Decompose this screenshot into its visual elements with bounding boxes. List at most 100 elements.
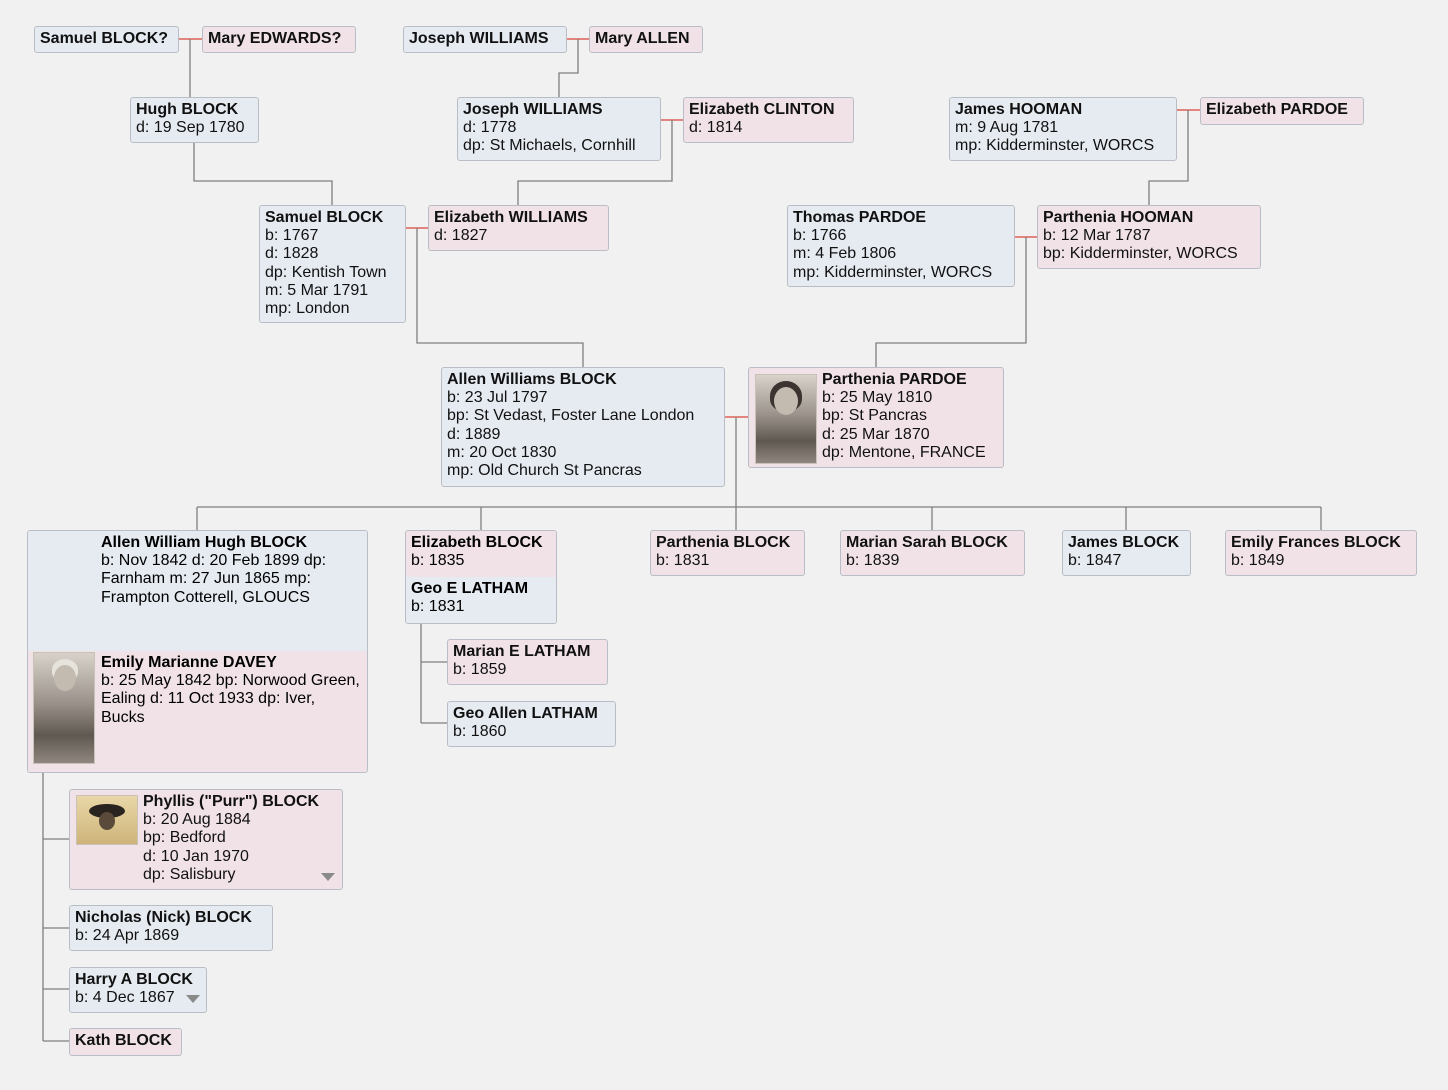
portrait-hat bbox=[89, 804, 125, 818]
expand-chevron-icon[interactable] bbox=[186, 995, 200, 1003]
person-fact: b: Nov 1842 bbox=[101, 552, 188, 570]
person-card-allen-william-hugh-block[interactable]: Allen William Hugh BLOCK b: Nov 1842 d: … bbox=[28, 531, 367, 651]
person-fact: b: 24 Apr 1869 bbox=[75, 927, 180, 945]
person-fact: b: 1849 bbox=[1231, 552, 1285, 570]
person-card-elizabeth-clinton[interactable]: Elizabeth CLINTON d: 1814 bbox=[683, 97, 854, 143]
person-fact: dp: Salisbury bbox=[143, 865, 236, 883]
person-name: Samuel BLOCK? bbox=[40, 30, 169, 47]
person-fact: dp: St Michaels, Cornhill bbox=[463, 137, 636, 155]
person-fact: b: 25 May 1842 bbox=[101, 672, 212, 690]
person-card-marian-sarah-block[interactable]: Marian Sarah BLOCK b: 1839 bbox=[840, 530, 1025, 576]
person-fact: mp: Kidderminster, WORCS bbox=[793, 263, 993, 281]
person-name: Nicholas (Nick) BLOCK bbox=[75, 909, 252, 926]
person-name: Geo Allen LATHAM bbox=[453, 705, 598, 722]
person-card-geo-allen-latham[interactable]: Geo Allen LATHAM b: 1860 bbox=[447, 701, 616, 747]
person-card-harry-a-block[interactable]: Harry A BLOCK b: 4 Dec 1867 bbox=[69, 967, 207, 1013]
person-name: Marian Sarah BLOCK bbox=[846, 534, 1008, 551]
person-name: Marian E LATHAM bbox=[453, 643, 591, 660]
person-card-emily-marianne-davey[interactable]: Emily Marianne DAVEY b: 25 May 1842 bp: … bbox=[28, 651, 367, 772]
person-card-elizabeth-williams[interactable]: Elizabeth WILLIAMS d: 1827 bbox=[428, 205, 609, 251]
person-name: Geo E LATHAM bbox=[411, 580, 529, 597]
person-fact: mp: Kidderminster, WORCS bbox=[955, 137, 1155, 155]
person-name: Mary ALLEN bbox=[595, 30, 690, 47]
person-fact: b: 25 May 1810 bbox=[822, 389, 933, 407]
person-card-mary-allen[interactable]: Mary ALLEN bbox=[589, 26, 703, 53]
couple-card-elizabeth-block[interactable]: Elizabeth BLOCK b: 1835 Geo E LATHAM b: … bbox=[405, 530, 557, 624]
person-card-elizabeth-block[interactable]: Elizabeth BLOCK b: 1835 bbox=[406, 531, 556, 577]
person-name: Samuel BLOCK bbox=[265, 209, 384, 226]
person-card-emily-frances-block[interactable]: Emily Frances BLOCK b: 1849 bbox=[1225, 530, 1417, 576]
person-fact: mp: London bbox=[265, 300, 350, 318]
person-fact: b: 1831 bbox=[411, 598, 465, 616]
person-card-allen-williams-block[interactable]: Allen Williams BLOCK b: 23 Jul 1797 bp: … bbox=[441, 367, 725, 487]
person-name: James HOOMAN bbox=[955, 101, 1083, 118]
person-name: Elizabeth BLOCK bbox=[411, 534, 543, 551]
person-fact: d: 11 Oct 1933 bbox=[149, 690, 254, 708]
person-card-phyllis-block[interactable]: Phyllis ("Purr") BLOCK b: 20 Aug 1884 bp… bbox=[69, 789, 343, 890]
person-card-joseph-williams-elder[interactable]: Joseph WILLIAMS bbox=[403, 26, 567, 53]
person-name: Parthenia BLOCK bbox=[656, 534, 791, 551]
person-fact: b: 1767 bbox=[265, 227, 319, 245]
person-name: Allen William Hugh BLOCK bbox=[101, 534, 308, 551]
person-card-marian-e-latham[interactable]: Marian E LATHAM b: 1859 bbox=[447, 639, 608, 685]
person-fact: d: 25 Mar 1870 bbox=[822, 425, 930, 443]
person-fact: mp: Frampton Cotterell, GLOUCS bbox=[101, 570, 311, 606]
person-name: Kath BLOCK bbox=[75, 1032, 172, 1049]
parent-child-connector bbox=[193, 143, 333, 205]
person-fact: b: 1839 bbox=[846, 552, 900, 570]
person-fact: d: 10 Jan 1970 bbox=[143, 847, 249, 865]
person-card-joseph-williams[interactable]: Joseph WILLIAMS d: 1778 dp: St Michaels,… bbox=[457, 97, 661, 161]
person-name: Harry A BLOCK bbox=[75, 971, 193, 988]
person-name: Mary EDWARDS? bbox=[208, 30, 342, 47]
person-fact: d: 1778 bbox=[463, 119, 517, 137]
person-name: Elizabeth CLINTON bbox=[689, 101, 835, 118]
person-fact: b: 1847 bbox=[1068, 552, 1122, 570]
portrait-face bbox=[99, 812, 115, 830]
person-fact: bp: Bedford bbox=[143, 829, 226, 847]
person-fact: m: 20 Oct 1830 bbox=[447, 443, 557, 461]
person-card-james-hooman[interactable]: James HOOMAN m: 9 Aug 1781 mp: Kiddermin… bbox=[949, 97, 1177, 161]
person-fact: d: 19 Sep 1780 bbox=[136, 119, 245, 137]
person-name: James BLOCK bbox=[1068, 534, 1180, 551]
person-card-parthenia-block[interactable]: Parthenia BLOCK b: 1831 bbox=[650, 530, 805, 576]
person-fact: bp: Norwood Green, Ealing bbox=[101, 672, 360, 708]
person-card-samuel-block[interactable]: Samuel BLOCK b: 1767 d: 1828 dp: Kentish… bbox=[259, 205, 406, 323]
person-fact: m: 5 Mar 1791 bbox=[265, 281, 369, 299]
person-card-parthenia-pardoe[interactable]: Parthenia PARDOE b: 25 May 1810 bp: St P… bbox=[748, 367, 1004, 468]
person-card-geo-e-latham[interactable]: Geo E LATHAM b: 1831 bbox=[406, 577, 556, 623]
person-fact: bp: Kidderminster, WORCS bbox=[1043, 245, 1238, 263]
person-card-mary-edwards[interactable]: Mary EDWARDS? bbox=[202, 26, 356, 53]
person-fact: m: 9 Aug 1781 bbox=[955, 119, 1059, 137]
person-name: Elizabeth WILLIAMS bbox=[434, 209, 588, 226]
person-name: Elizabeth PARDOE bbox=[1206, 101, 1348, 118]
person-fact: m: 27 Jun 1865 bbox=[169, 570, 280, 588]
person-name: Joseph WILLIAMS bbox=[409, 30, 549, 47]
person-fact: d: 20 Feb 1899 bbox=[191, 552, 300, 570]
person-card-samuel-block-elder[interactable]: Samuel BLOCK? bbox=[34, 26, 179, 53]
person-fact: d: 1827 bbox=[434, 227, 488, 245]
person-card-thomas-pardoe[interactable]: Thomas PARDOE b: 1766 m: 4 Feb 1806 mp: … bbox=[787, 205, 1015, 287]
portrait-photo bbox=[755, 374, 817, 464]
person-fact: dp: Mentone, FRANCE bbox=[822, 443, 986, 461]
portrait-face bbox=[774, 387, 798, 415]
person-name: Parthenia PARDOE bbox=[822, 371, 967, 388]
person-name: Thomas PARDOE bbox=[793, 209, 927, 226]
person-card-james-block[interactable]: James BLOCK b: 1847 bbox=[1062, 530, 1191, 576]
person-card-parthenia-hooman[interactable]: Parthenia HOOMAN b: 12 Mar 1787 bp: Kidd… bbox=[1037, 205, 1261, 269]
person-card-nicholas-block[interactable]: Nicholas (Nick) BLOCK b: 24 Apr 1869 bbox=[69, 905, 273, 951]
expand-chevron-icon[interactable] bbox=[321, 873, 335, 881]
person-fact: bp: St Pancras bbox=[822, 407, 927, 425]
person-fact: bp: St Vedast, Foster Lane London bbox=[447, 407, 695, 425]
person-fact: dp: Kentish Town bbox=[265, 263, 387, 281]
couple-card-allen-william-hugh-block[interactable]: Allen William Hugh BLOCK b: Nov 1842 d: … bbox=[27, 530, 368, 773]
portrait-face bbox=[54, 665, 76, 691]
person-fact: dp: Farnham bbox=[101, 552, 327, 588]
person-name: Emily Frances BLOCK bbox=[1231, 534, 1401, 551]
person-card-elizabeth-pardoe[interactable]: Elizabeth PARDOE bbox=[1200, 97, 1364, 125]
person-fact: b: 4 Dec 1867 bbox=[75, 989, 175, 1007]
person-card-kath-block[interactable]: Kath BLOCK bbox=[69, 1028, 182, 1056]
person-fact: d: 1828 bbox=[265, 245, 319, 263]
person-name: Hugh BLOCK bbox=[136, 101, 239, 118]
person-card-hugh-block[interactable]: Hugh BLOCK d: 19 Sep 1780 bbox=[130, 97, 259, 143]
